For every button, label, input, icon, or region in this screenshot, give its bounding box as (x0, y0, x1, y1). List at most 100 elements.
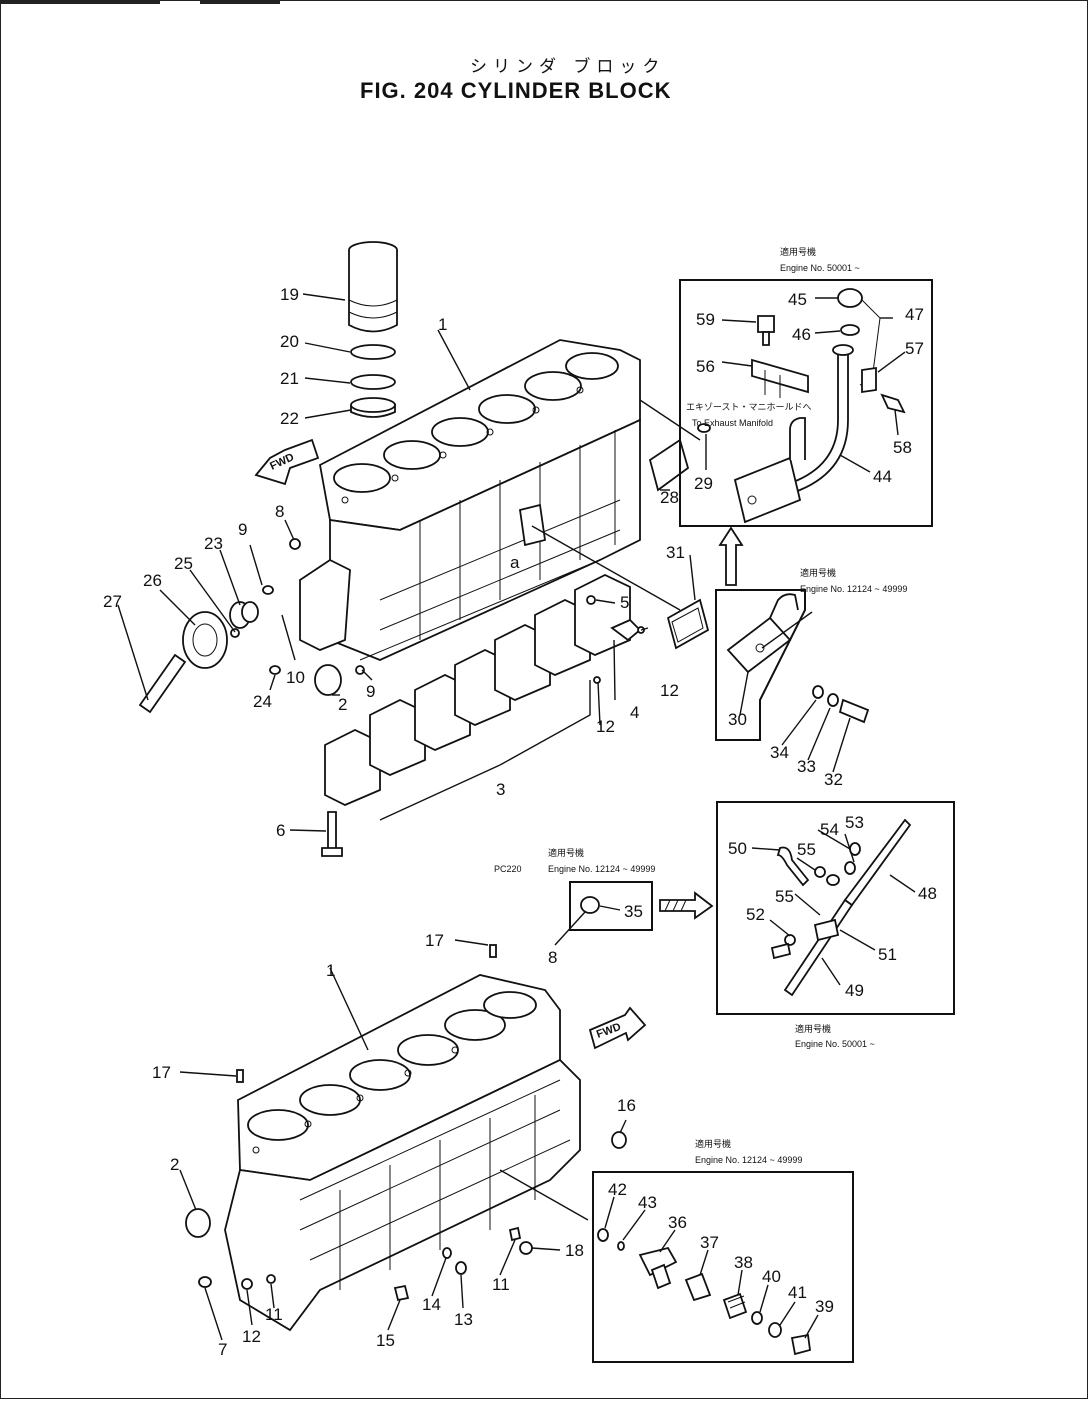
callout-6: 6 (276, 821, 285, 840)
callout-50: 50 (728, 839, 747, 858)
callout-56: 56 (696, 357, 715, 376)
callout-1-upper: 1 (438, 315, 447, 334)
callout-46: 46 (792, 325, 811, 344)
callout-26: 26 (143, 571, 162, 590)
callout-10: 10 (286, 668, 305, 687)
header-rule-left (0, 0, 160, 4)
box-mid-leaders (739, 611, 851, 773)
note-box-top-jp: 適用号機 (780, 246, 816, 257)
callout-11-right: 11 (492, 1275, 510, 1294)
callout-3: 3 (496, 780, 505, 799)
note-box-right-en: Engine No. 50001 ~ (795, 1039, 875, 1049)
callout-35: 35 (624, 902, 643, 921)
box-bottom-leaders (604, 1196, 819, 1339)
note-box-small-prefix: PC220 (494, 864, 522, 874)
box-engine-50001-oilgauge: 適用号機 Engine No. 50001 ~ (716, 801, 955, 1049)
callout-54: 54 (820, 820, 839, 839)
callout-a-upper: a (510, 553, 520, 572)
note-exhaust-en: To Exhaust Manifold (692, 418, 773, 428)
box-small-leaders (554, 905, 621, 946)
lower-leader-lines (179, 939, 627, 1341)
callout-14: 14 (422, 1295, 441, 1314)
callout-33: 33 (797, 757, 816, 776)
callout-9-lower: 9 (366, 682, 375, 701)
box-engine-12124-elbow: 適用号機 Engine No. 12124 ~ 49999 (715, 567, 907, 741)
callout-39: 39 (815, 1297, 834, 1316)
callout-16: 16 (617, 1096, 636, 1115)
cylinder-liner (348, 241, 398, 418)
note-box-small-jp: 適用号機 (548, 847, 584, 858)
header-rule-right (200, 0, 280, 4)
box-pc220-plug: 適用号機 PC220 Engine No. 12124 ~ 49999 (494, 847, 714, 931)
callout-2-lower: 2 (170, 1155, 179, 1174)
callout-52: 52 (746, 905, 765, 924)
lower-cylinder-block (185, 944, 627, 1332)
callout-9-upper: 9 (238, 520, 247, 539)
note-box-right-jp: 適用号機 (795, 1023, 831, 1034)
callout-55-lower: 55 (775, 887, 794, 906)
callout-45: 45 (788, 290, 807, 309)
callout-23: 23 (204, 534, 223, 553)
callout-7: 7 (218, 1340, 227, 1359)
callout-17-left: 17 (152, 1063, 171, 1082)
note-box-small-en: Engine No. 12124 ~ 49999 (548, 864, 655, 874)
callout-47: 47 (905, 305, 924, 324)
callout-12-right: 12 (660, 681, 679, 700)
front-gear-group (138, 538, 365, 714)
title-japanese: シリンダ ブロック (470, 57, 666, 77)
callout-11-left: 11 (265, 1305, 283, 1324)
note-exhaust-jp: エキゾースト・マニホールドへ (686, 402, 812, 412)
callout-19: 19 (280, 285, 299, 304)
box-top-leaders (721, 297, 906, 473)
callout-41: 41 (788, 1283, 807, 1302)
box-right-leaders (751, 829, 916, 986)
callout-28: 28 (660, 488, 679, 507)
callout-12-mid: 12 (596, 717, 615, 736)
callout-32: 32 (824, 770, 843, 789)
fwd-arrow-lower: FWD (588, 1006, 647, 1050)
callout-17-top: 17 (425, 931, 444, 950)
callout-53: 53 (845, 813, 864, 832)
callout-42: 42 (608, 1180, 627, 1199)
arrow-up-indicator (718, 526, 744, 586)
callout-1-lower: 1 (326, 961, 335, 980)
callout-21: 21 (280, 369, 299, 388)
callout-43: 43 (638, 1193, 657, 1212)
callout-18: 18 (565, 1241, 584, 1260)
callout-22: 22 (280, 409, 299, 428)
callout-36: 36 (668, 1213, 687, 1232)
callout-59: 59 (696, 310, 715, 329)
callout-labels: 19 20 21 22 1 8 9 23 25 26 27 24 10 2 9 … (103, 285, 937, 1359)
callout-31: 31 (666, 543, 685, 562)
callout-51: 51 (878, 945, 897, 964)
callout-57: 57 (905, 339, 924, 358)
side-covers (648, 423, 711, 650)
callout-15: 15 (376, 1331, 395, 1350)
note-box-bottom-jp: 適用号機 (695, 1138, 731, 1149)
callout-20: 20 (280, 332, 299, 351)
callout-27: 27 (103, 592, 122, 611)
callout-5: 5 (620, 593, 629, 612)
note-box-top-en: Engine No. 50001 ~ (780, 263, 860, 273)
note-box-mid-jp: 適用号機 (800, 567, 836, 578)
note-box-mid-en: Engine No. 12124 ~ 49999 (800, 584, 907, 594)
callout-13: 13 (454, 1310, 473, 1329)
box-engine-50001-exhaust: エキゾースト・マニホールドへ To Exhaust Manifold 適用号機 … (679, 246, 933, 527)
figure-title: FIG. 204 CYLINDER BLOCK (360, 78, 672, 103)
callout-8-lower: 8 (548, 948, 557, 967)
callout-38: 38 (734, 1253, 753, 1272)
callout-55-upper: 55 (797, 840, 816, 859)
callout-44: 44 (873, 467, 892, 486)
callout-25: 25 (174, 554, 193, 573)
main-bearing-caps (321, 573, 645, 857)
upper-cylinder-block (299, 339, 641, 661)
callout-4: 4 (630, 703, 639, 722)
callout-48: 48 (918, 884, 937, 903)
upper-leader-lines (117, 293, 707, 832)
callout-30: 30 (728, 710, 747, 729)
callout-40: 40 (762, 1267, 781, 1286)
callout-8: 8 (275, 502, 284, 521)
callout-37: 37 (700, 1233, 719, 1252)
callout-24: 24 (253, 692, 272, 711)
